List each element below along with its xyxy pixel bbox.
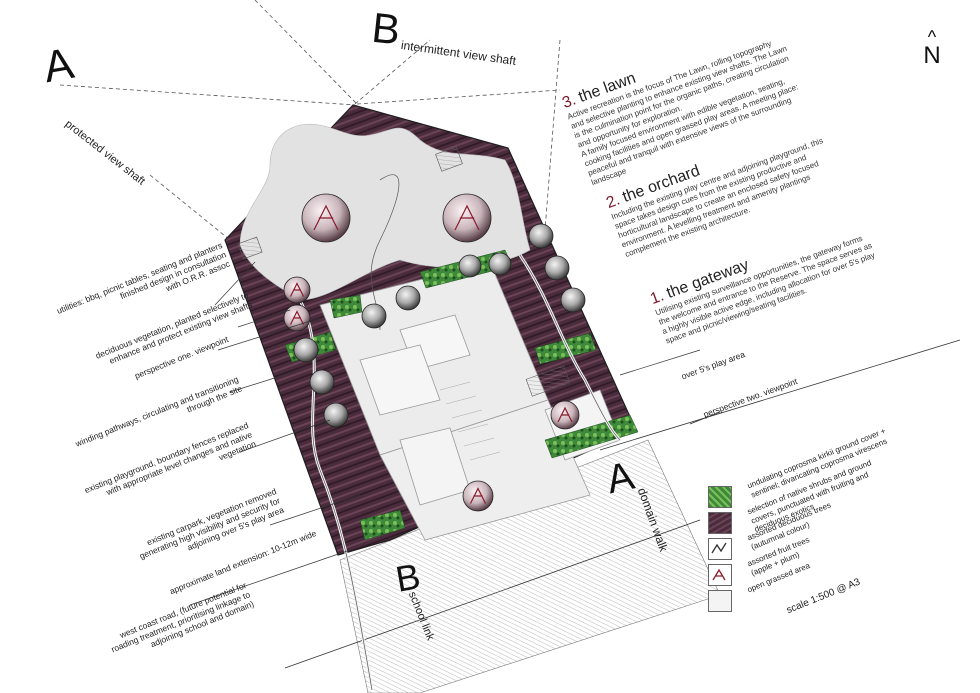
deciduous-tree-icon (293, 337, 319, 363)
deciduous-tree-icon (544, 255, 570, 281)
seating-blocks (237, 146, 571, 397)
boundary-line (599, 339, 961, 451)
road-band (339, 439, 721, 693)
deciduous-tree-icon (395, 285, 421, 311)
legend-swatch (708, 564, 732, 586)
legend-swatch (708, 486, 732, 508)
legend-swatch (708, 538, 732, 560)
road-edge-line (284, 519, 701, 669)
deciduous-tree-icon (488, 252, 512, 276)
deciduous-tree-icon (323, 402, 349, 428)
fruit-tree-mark (289, 310, 305, 325)
north-letter: N (923, 42, 941, 69)
callout-leaders (189, 261, 721, 606)
fruit-tree-mark (557, 406, 573, 423)
section-marker-b-top: B (369, 3, 403, 54)
fruit-tree-mark (454, 204, 480, 231)
fruit-tree-mark (469, 487, 487, 504)
legend-swatch (708, 512, 732, 534)
north-arrow-icon: ^ N (922, 27, 942, 69)
tree-group (283, 193, 586, 512)
legend-swatch (708, 590, 732, 612)
deciduous-tree-icon (560, 287, 586, 313)
deciduous-tree-icon (458, 254, 482, 278)
deciduous-tree-legend-icon (711, 542, 727, 554)
fruit-tree-mark (289, 282, 305, 297)
deciduous-tree-icon (361, 303, 387, 329)
north-arrow-glyph: ^ (927, 27, 937, 47)
deciduous-tree-icon (528, 223, 554, 249)
fruit-tree-legend-icon (712, 568, 726, 581)
view-shaft-lines (59, 0, 561, 241)
deciduous-tree-icon (309, 369, 335, 395)
fruit-tree-mark (313, 204, 339, 231)
